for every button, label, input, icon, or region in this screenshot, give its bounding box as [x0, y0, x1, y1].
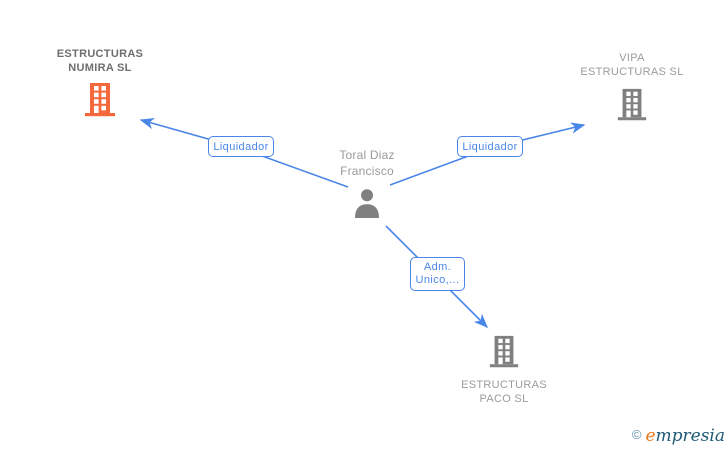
node-person-toral-diaz[interactable]: Toral Diaz Francisco [308, 147, 426, 223]
node-estructuras-paco[interactable]: ESTRUCTURAS PACO SL [428, 333, 580, 406]
edge-label-liquidador-left[interactable]: Liquidador [208, 136, 274, 157]
copyright-icon: © [631, 427, 642, 442]
person-name-line: Toral Diaz [339, 148, 395, 162]
node-title-line: ESTRUCTURAS [56, 48, 144, 60]
building-icon [487, 333, 521, 374]
building-icon [615, 86, 649, 127]
node-vipa-estructuras[interactable]: VIPA ESTRUCTURAS SL [552, 51, 712, 127]
person-icon [352, 188, 382, 223]
edge-label-text: Unico,... [415, 274, 460, 286]
node-title-line: PACO SL [479, 393, 529, 405]
node-estructuras-numira[interactable]: ESTRUCTURAS NUMIRA SL [20, 47, 180, 122]
edge-label-adm-unico[interactable]: Adm. Unico,... [410, 257, 465, 291]
building-icon [81, 81, 119, 122]
brand-logo-text: empresia [645, 426, 725, 446]
node-title-line: VIPA [619, 52, 645, 64]
edge-label-liquidador-right[interactable]: Liquidador [457, 136, 523, 157]
empresia-watermark: ©empresia [632, 426, 725, 446]
edge-label-text: Liquidador [462, 140, 518, 153]
node-title-line: ESTRUCTURAS [461, 379, 547, 391]
person-name-line: Francisco [340, 164, 394, 178]
node-title-line: NUMIRA SL [68, 62, 132, 74]
edge-label-text: Adm. [423, 261, 452, 273]
edge-label-text: Liquidador [213, 140, 269, 153]
node-title-line: ESTRUCTURAS SL [580, 66, 684, 78]
